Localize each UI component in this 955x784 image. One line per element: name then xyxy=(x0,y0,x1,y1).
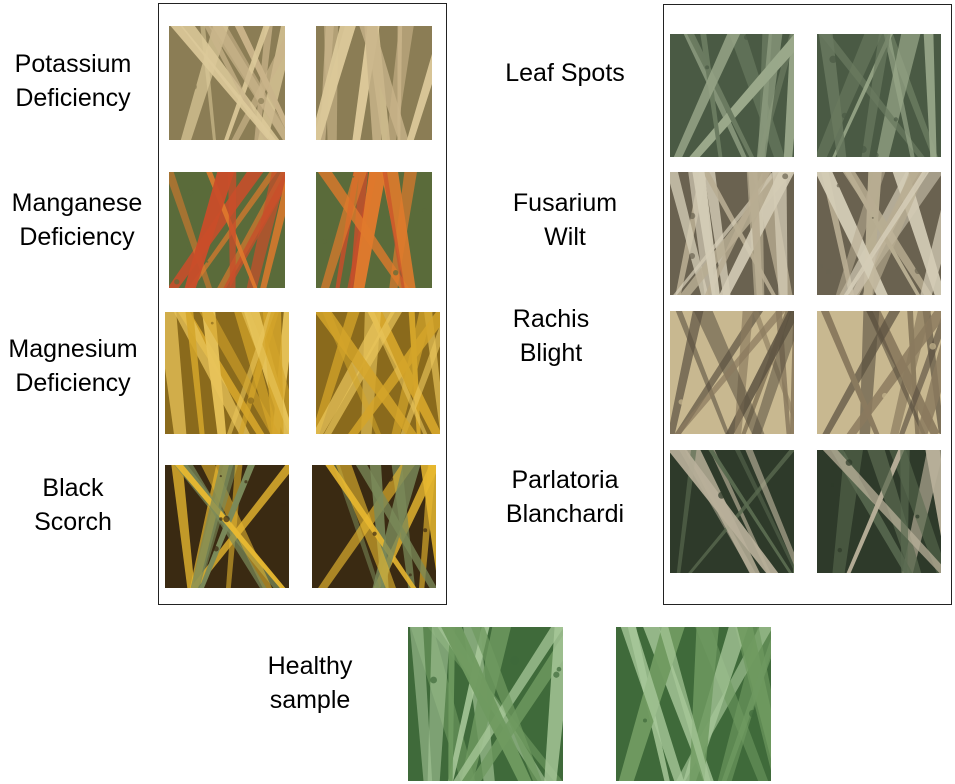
label-manganese-deficiency: Manganese Deficiency xyxy=(11,189,143,251)
photo-potassium-1 xyxy=(169,26,285,140)
photo-rachis-1 xyxy=(670,311,794,434)
photo-healthy-2 xyxy=(616,627,771,781)
photo-leaf-spots-2 xyxy=(817,34,941,157)
label-parlatoria-blanchardi: Parlatoria Blanchardi xyxy=(505,466,625,528)
photo-fusarium-2 xyxy=(817,172,941,295)
photo-magnesium-2 xyxy=(316,312,440,434)
photo-parlatoria-2 xyxy=(817,450,941,573)
photo-magnesium-1 xyxy=(165,312,289,434)
label-black-scorch: Black Scorch xyxy=(34,474,112,536)
photo-rachis-2 xyxy=(817,311,941,434)
photo-manganese-1 xyxy=(169,172,285,288)
photo-potassium-2 xyxy=(316,26,432,140)
label-healthy-sample: Healthy sample xyxy=(267,652,353,714)
photo-leaf-spots-1 xyxy=(670,34,794,157)
photo-black-scorch-1 xyxy=(165,465,289,588)
label-magnesium-deficiency: Magnesium Deficiency xyxy=(8,335,138,397)
photo-black-scorch-2 xyxy=(312,465,436,588)
label-fusarium-wilt: Fusarium Wilt xyxy=(512,189,618,251)
photo-manganese-2 xyxy=(316,172,432,288)
photo-healthy-1 xyxy=(408,627,563,781)
label-potassium-deficiency: Potassium Deficiency xyxy=(14,50,132,112)
label-leaf-spots: Leaf Spots xyxy=(505,59,625,87)
label-rachis-blight: Rachis Blight xyxy=(512,305,590,367)
photo-fusarium-1 xyxy=(670,172,794,295)
photo-parlatoria-1 xyxy=(670,450,794,573)
